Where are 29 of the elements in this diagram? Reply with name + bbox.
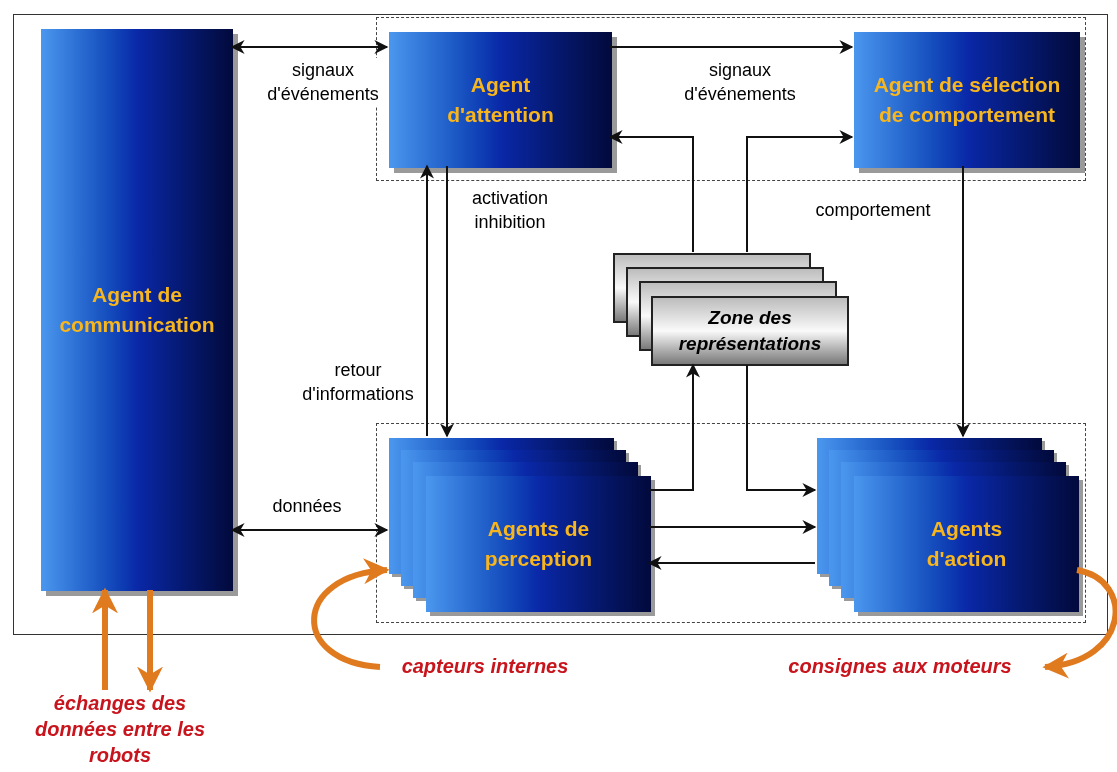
thick-arrow [137,590,163,693]
arrow [956,165,970,438]
arrow [647,556,816,570]
caption-text: échanges des données entre les robots [33,691,207,768]
arrow [746,364,817,497]
node-label: Agent de communication [58,282,216,338]
group-frame [376,17,1086,181]
arrow [648,363,700,491]
node-label: Agent d'attention [446,72,555,128]
caption-text: capteurs internes [401,654,569,679]
node-label: Agents de perception [483,516,594,572]
node-label: Zone des représentations [677,306,823,356]
arrow [608,130,694,253]
stacked-panel [613,253,849,366]
arrow [609,40,854,54]
arrow [420,164,434,437]
frame-box [13,14,1108,635]
caption-text: consignes aux moteurs [788,654,1012,679]
arrow [230,523,389,537]
arrow [746,130,854,253]
arrow [230,40,389,54]
thick-arrow [92,587,118,690]
arrow [440,165,454,438]
group-frame [376,423,1086,623]
arrow [648,520,817,534]
node-label: Agents d'action [925,516,1008,572]
thick-arrow [311,560,390,670]
node-label: Agent de sélection de comportement [872,72,1062,128]
thick-arrow [1042,567,1117,677]
